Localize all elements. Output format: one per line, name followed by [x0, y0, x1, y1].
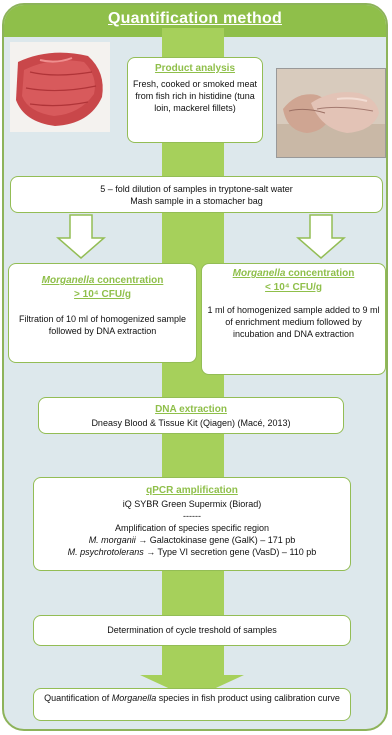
low-concentration-text: 1 ml of homogenized sample added to 9 ml… — [207, 305, 380, 340]
high-concentration-threshold: > 10⁴ CFU/g — [74, 288, 131, 300]
dna-extraction-header: DNA extraction — [155, 404, 227, 415]
qpcr-species-2: M. psychrotolerans — [67, 547, 144, 558]
tuna-loin-photo — [10, 42, 110, 132]
qpcr-line-1: iQ SYBR Green Supermix (Biorad) — [122, 498, 262, 509]
right-branch-arrow — [296, 214, 346, 259]
dilution-box: 5 – fold dilution of samples in tryptone… — [10, 176, 383, 213]
quantification-box: Quantification of Morganella species in … — [33, 688, 351, 721]
qpcr-species-1: M. morganii — [88, 534, 136, 545]
qpcr-species-2-line: M. psychrotolerans → Type VI secretion g… — [38, 546, 346, 558]
low-concentration-box: Morganella concentration < 10⁴ CFU/g 1 m… — [201, 263, 386, 375]
product-analysis-box: Product analysis Fresh, cooked or smoked… — [127, 57, 263, 143]
low-concentration-threshold: < 10⁴ CFU/g — [265, 281, 322, 293]
high-concentration-genus: Morganella — [41, 275, 95, 286]
cycle-threshold-box: Determination of cycle treshold of sampl… — [33, 615, 351, 646]
dna-extraction-box: DNA extraction Dneasy Blood & Tissue Kit… — [38, 397, 344, 434]
qpcr-box: qPCR amplification iQ SYBR Green Supermi… — [33, 477, 351, 571]
product-analysis-text: Fresh, cooked or smoked meat from fish r… — [132, 78, 258, 113]
left-branch-arrow — [56, 214, 106, 259]
high-concentration-text: Filtration of 10 ml of homogenized sampl… — [18, 314, 187, 337]
mackerel-fillets-photo — [276, 68, 386, 158]
qpcr-target-2: → Type VI secretion gene (VasD) – 110 pb — [143, 547, 317, 558]
low-concentration-genus: Morganella — [232, 268, 286, 279]
dilution-line-1: 5 – fold dilution of samples in tryptone… — [100, 184, 293, 194]
diagram-title: Quantification method — [108, 10, 282, 27]
product-analysis-header: Product analysis — [154, 63, 236, 74]
quantification-genus: Morganella — [111, 693, 157, 703]
cycle-threshold-text: Determination of cycle treshold of sampl… — [107, 625, 277, 635]
high-concentration-box: Morganella concentration > 10⁴ CFU/g Fil… — [8, 263, 197, 363]
high-concentration-header: Morganella concentration — [13, 274, 192, 288]
qpcr-line-3: Amplification of species specific region — [114, 522, 270, 533]
qpcr-target-1: → Galactokinase gene (GalK) – 171 pb — [135, 534, 296, 545]
quantification-suffix: species in fish product using calibratio… — [156, 693, 340, 703]
quantification-prefix: Quantification of — [44, 693, 112, 703]
qpcr-separator: ------ — [183, 510, 201, 521]
qpcr-header: qPCR amplification — [146, 485, 238, 496]
low-concentration-header: Morganella concentration — [206, 267, 381, 281]
high-concentration-header-rest: concentration — [94, 275, 164, 286]
dilution-line-2: Mash sample in a stomacher bag — [130, 196, 263, 207]
quantification-text: Quantification of Morganella species in … — [40, 692, 344, 704]
qpcr-species-1-line: M. morganii → Galactokinase gene (GalK) … — [38, 534, 346, 546]
low-concentration-header-rest: concentration — [285, 268, 355, 279]
dna-extraction-text: Dneasy Blood & Tissue Kit (Qiagen) (Macé… — [91, 417, 291, 428]
